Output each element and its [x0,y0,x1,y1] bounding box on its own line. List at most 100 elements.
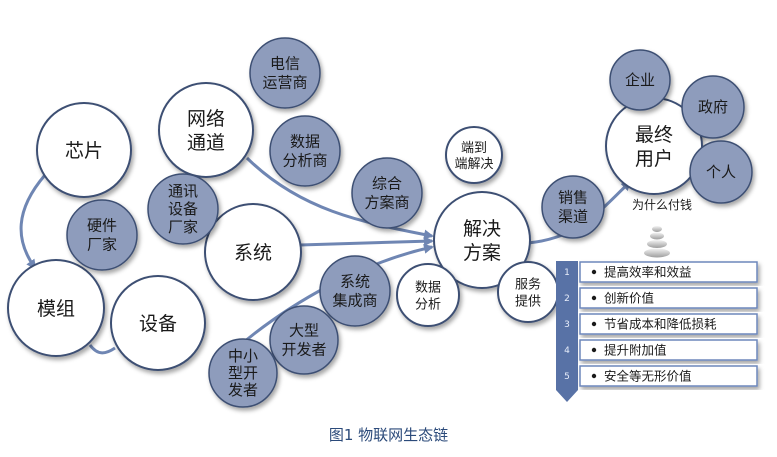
node-module-circle [7,259,105,357]
node-telecom-vendor-label: 厂家 [168,218,198,236]
value-list-item: 5 安全等无形价值 [564,365,758,387]
node-end-to-end-label: 端到 [461,141,487,156]
node-hardware-vendor-label: 硬件 [87,217,117,235]
value-list-bar [556,261,578,402]
value-list-item-box [579,365,758,387]
arrow-chip-to-module [19,174,47,270]
node-data-analyst-circle [269,115,341,187]
node-government-label: 政府 [698,98,728,116]
value-list-item-text: 提升附加值 [604,343,667,358]
value-list-item: 2 创新价值 [564,287,758,309]
value-list-item-text: 提高效率和效益 [604,265,692,280]
node-enterprise-label: 企业 [625,71,655,89]
node-small-developer-label: 发者 [228,381,258,399]
node-solution-label: 解决 [463,218,501,240]
node-data-analyst-label: 数据 [290,133,320,151]
node-solution-circle [433,191,531,289]
value-list-item-number: 2 [564,294,570,304]
node-end-to-end-label: 端解决 [454,157,493,172]
node-small-developer-label: 型开 [228,364,258,382]
node-enterprise-circle [609,49,671,111]
bullet-icon [591,321,597,327]
nodes-layer: 芯片模组设备网络通道系统解决方案最终用户硬件厂家通讯设备厂家电信运营商数据分析商… [7,37,753,408]
node-telecom-vendor-circle [147,173,219,245]
node-data-analysis-circle [396,263,460,327]
node-chip-label: 芯片 [65,140,103,162]
node-solution-label: 方案 [463,242,501,264]
value-list-item-box [579,287,758,309]
node-service-provision-label: 提供 [515,294,541,310]
value-list-item-number: 1 [564,268,570,278]
node-chip: 芯片 [36,102,132,198]
node-sales-channel-circle [541,175,605,239]
node-data-analysis-label: 分析 [415,298,441,313]
value-list-item-box [579,313,758,335]
value-list-item-number: 4 [564,346,570,356]
node-system-integrator-circle [319,255,391,327]
node-system: 系统 [204,203,302,301]
node-system-circle [204,203,302,301]
node-large-developer-label: 开发者 [281,341,326,359]
value-list-item-text: 节省成本和降低损耗 [604,317,717,332]
bullet-icon [591,295,597,301]
value-list-item-box [579,261,758,283]
node-large-developer-circle [269,305,339,375]
node-device-label: 设备 [139,313,177,335]
node-telecom-operator-label: 电信 [270,55,300,73]
value-list-item-text: 创新价值 [604,291,654,306]
figure-caption: 图1 物联网生态链 [328,426,449,444]
node-integrated-solution-provider-label: 综合 [372,175,402,193]
value-stones-icon [644,226,670,258]
node-large-developer-label: 大型 [289,322,319,340]
value-list-item: 4 提升附加值 [564,339,758,361]
node-device-circle [110,275,206,371]
iot-ecosystem-diagram: 芯片模组设备网络通道系统解决方案最终用户硬件厂家通讯设备厂家电信运营商数据分析商… [7,37,758,408]
node-end-user-label: 最终 [635,124,673,146]
value-list-item-box [579,339,758,361]
node-sales-channel-label: 销售 [558,189,588,207]
node-telecom-operator-circle [249,37,321,109]
node-small-developer-circle [208,338,278,408]
node-hardware-vendor-label: 厂家 [87,236,117,254]
arrow-system-to-solution [299,236,434,247]
value-list: 1 提高效率和效益 2 创新价值 3 节省成本和降低损耗 4 提升附加值 5 安全等无形价值 [556,261,758,402]
arrow-network-to-solution [245,156,434,240]
value-list-item: 3 节省成本和降低损耗 [564,313,758,335]
node-government-circle [681,75,745,139]
value-list-item-number: 5 [564,372,570,382]
node-module-label: 模组 [37,298,75,320]
node-service-provision-label: 服务 [515,277,541,293]
node-integrated-solution-provider-label: 方案商 [364,194,409,212]
bullet-icon [591,373,597,379]
node-system-label: 系统 [234,242,272,264]
node-device: 设备 [110,275,206,371]
node-telecom-vendor-label: 通讯 [168,182,198,200]
node-integrated-solution-provider-circle [351,157,423,229]
node-individual-label: 个人 [706,163,736,181]
node-hardware-vendor-circle [66,199,138,271]
node-sales-channel-label: 渠道 [558,208,588,226]
arrow-module-to-device [88,344,116,355]
node-system-integrator-label: 集成商 [332,292,377,310]
bullet-icon [591,347,597,353]
node-module: 模组 [7,259,105,357]
value-list-item-text: 安全等无形价值 [604,369,692,384]
node-individual: 个人 [689,140,753,204]
node-network-label: 网络 [187,108,225,130]
value-list-item-number: 3 [564,320,570,330]
node-network-circle [158,82,254,178]
node-end-user-label: 用户 [635,148,673,170]
